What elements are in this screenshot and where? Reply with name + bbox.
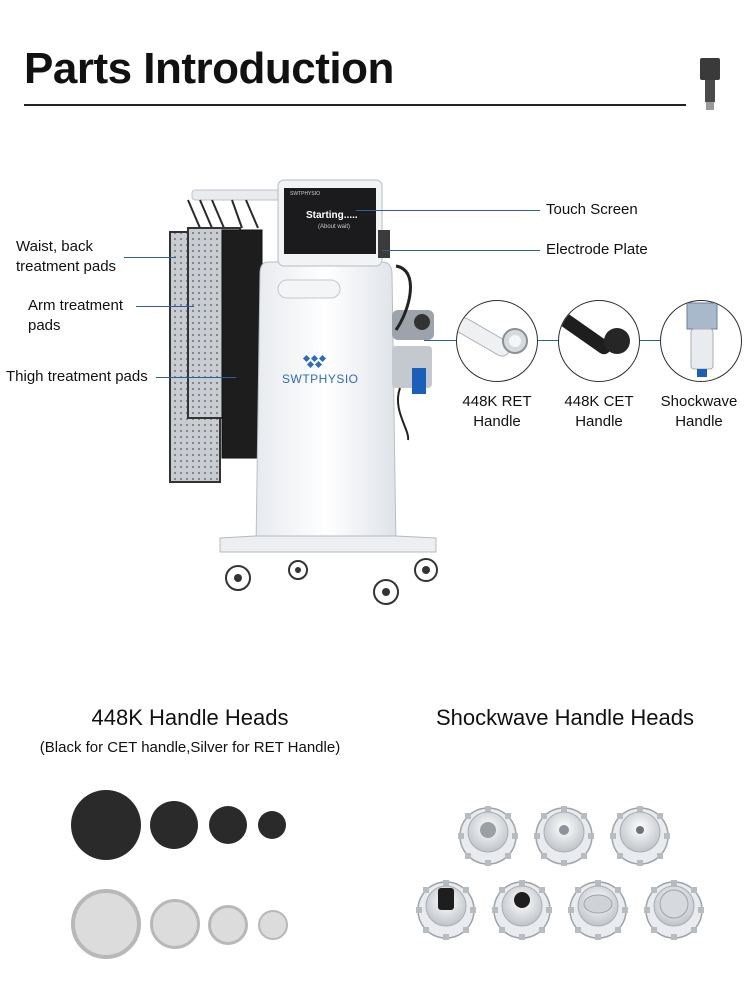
- handle-label-shockwave-line1: Shockwave: [660, 393, 738, 410]
- shockwave-head-6: [567, 879, 629, 941]
- cet-handle-circle: [558, 300, 640, 382]
- cet-head-m: [209, 806, 247, 844]
- leader-handles-2: [538, 340, 558, 341]
- callout-touch-screen: Touch Screen: [546, 201, 638, 218]
- callout-waist-pads-line2: treatment pads: [16, 258, 117, 275]
- ret-handle-circle: [456, 300, 538, 382]
- ret-head-s: [258, 910, 288, 940]
- shockwave-handle-circle: [660, 300, 742, 382]
- device-illustration: [169, 179, 438, 605]
- screen-header-text: SWTPHYSIO: [290, 191, 321, 197]
- ret-head-m: [208, 905, 248, 945]
- shockwave-head-5: [491, 879, 553, 941]
- heads-448k-subtitle: (Black for CET handle,Silver for RET Han…: [39, 739, 341, 756]
- ret-head-xl: [71, 889, 141, 959]
- shockwave-head-3: [609, 805, 671, 867]
- shockwave-head-1: [457, 805, 519, 867]
- shockwave-head-4: [415, 879, 477, 941]
- shockwave-head-7: [643, 879, 705, 941]
- leader-electrode-plate: [382, 250, 540, 251]
- leader-handles-3: [638, 340, 660, 341]
- shockwave-head-2: [533, 805, 595, 867]
- callout-arm-pads-line1: Arm treatment: [28, 297, 124, 314]
- device-brand: SWTPHYSIO: [282, 372, 359, 386]
- shockwave-handle-icon: [700, 58, 720, 110]
- handle-label-ret-line2: Handle: [473, 413, 521, 430]
- screen-subtext: (About wait): [318, 224, 351, 230]
- ret-handle-icon: [457, 317, 528, 357]
- leader-touch-screen: [356, 210, 540, 211]
- leader-thigh-pads: [156, 377, 236, 378]
- handle-label-ret-line1: 448K RET: [462, 393, 532, 410]
- title-divider: [24, 104, 686, 106]
- page-title: Parts Introduction: [24, 44, 394, 93]
- leader-waist-pads: [124, 257, 176, 258]
- leader-arm-pads: [136, 306, 194, 307]
- cet-head-s: [258, 811, 286, 839]
- cet-head-l: [150, 801, 198, 849]
- cet-head-xl: [71, 790, 141, 860]
- shockwave-handle-detail-icon: [686, 302, 718, 377]
- callout-arm-pads-line2: pads: [28, 317, 61, 334]
- callout-electrode-plate: Electrode Plate: [546, 241, 648, 258]
- shockwave-heads-grid: [415, 805, 705, 941]
- cet-handle-icon: [559, 313, 630, 355]
- callout-thigh-pads: Thigh treatment pads: [6, 368, 148, 385]
- handle-label-cet-line2: Handle: [575, 413, 623, 430]
- callout-waist-pads-line1: Waist, back: [16, 238, 93, 255]
- handle-label-cet-line1: 448K CET: [564, 393, 634, 410]
- handle-label-shockwave-line2: Handle: [675, 413, 723, 430]
- screen-status-text: Starting.....: [306, 210, 358, 221]
- heads-shockwave-title: Shockwave Handle Heads: [435, 705, 695, 730]
- heads-448k-title: 448K Handle Heads: [91, 705, 289, 730]
- ret-head-l: [150, 899, 200, 949]
- leader-handles: [424, 340, 458, 341]
